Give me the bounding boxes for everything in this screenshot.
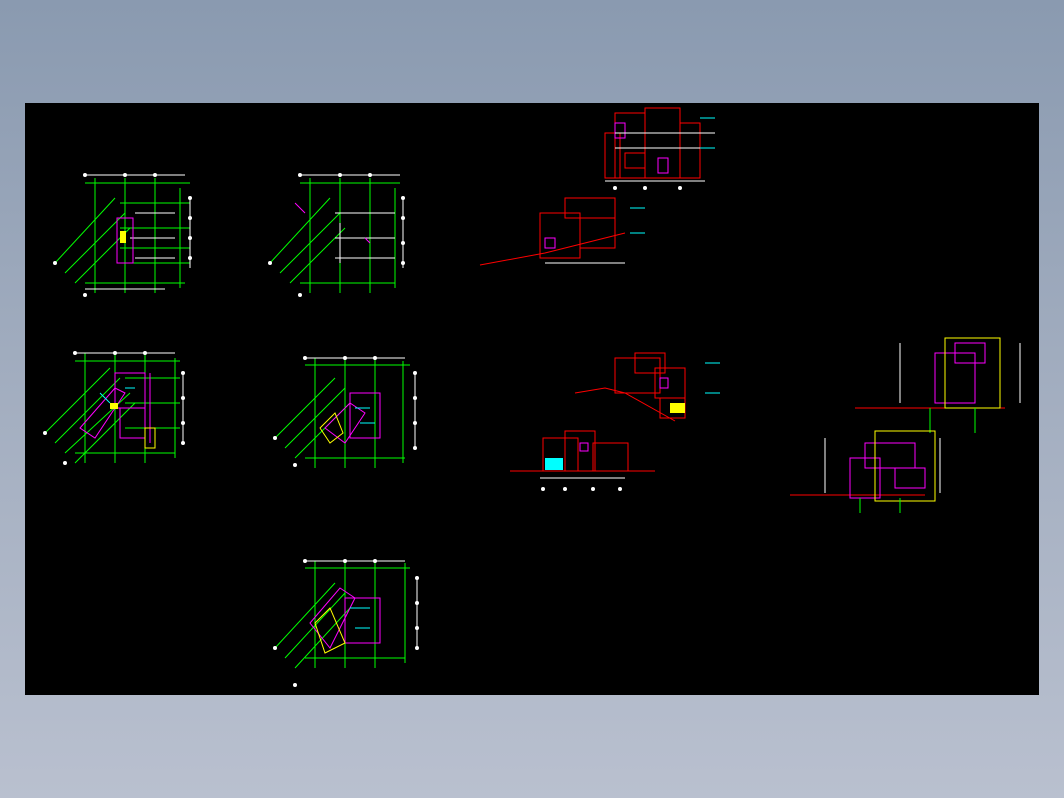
cad-drawing-sheet (43, 107, 1021, 687)
elevation-2 (574, 352, 720, 422)
elevation-3 (510, 430, 655, 491)
floor-plan-2 (268, 173, 405, 297)
floor-plan-1 (53, 173, 192, 297)
elevation-1 (604, 107, 715, 190)
floor-plan-5 (273, 559, 419, 687)
floor-plan-3 (43, 351, 185, 465)
cad-drawing-canvas[interactable] (25, 103, 1039, 695)
section-2 (855, 337, 1021, 433)
section-3 (790, 430, 941, 513)
floor-plan-4 (273, 356, 417, 468)
section-1 (479, 197, 645, 266)
